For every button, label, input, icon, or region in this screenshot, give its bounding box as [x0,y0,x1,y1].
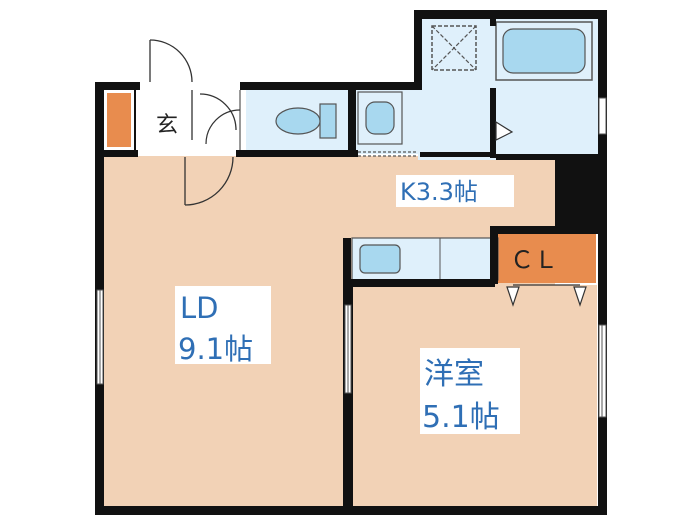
label-bg-entrance [153,108,183,138]
entrance-door [184,93,237,206]
closet-label: ＣＬ [510,246,558,274]
kitchen-sink-icon [351,237,499,281]
western-room-size-label: 5.1帖 [422,400,500,435]
window-ld [96,289,104,385]
washbasin-icon [357,91,403,145]
ld-size-label: 9.1帖 [178,332,253,366]
label-bg-western [420,348,520,434]
toilet-icon [275,103,337,139]
bathtub-icon [495,21,593,81]
shoe-box [107,93,131,147]
closet-doors [506,284,587,307]
label-bg-ld [175,286,271,364]
front-door [149,39,193,140]
entrance-label: 玄 [156,113,178,138]
bath-door [495,120,514,141]
entrance-floor [135,90,246,154]
toilet-door [205,109,241,145]
ld-label: LD [180,291,219,325]
door-western [344,304,352,394]
washing-machine-pan-icon [431,25,477,71]
kitchen-label: K3.3帖 [400,178,478,206]
western-room-label: 洋室 [424,357,484,392]
label-bg-kitchen [396,175,514,207]
window-bath [598,97,607,135]
window-western-right [598,324,607,418]
closet-floor [498,232,596,283]
